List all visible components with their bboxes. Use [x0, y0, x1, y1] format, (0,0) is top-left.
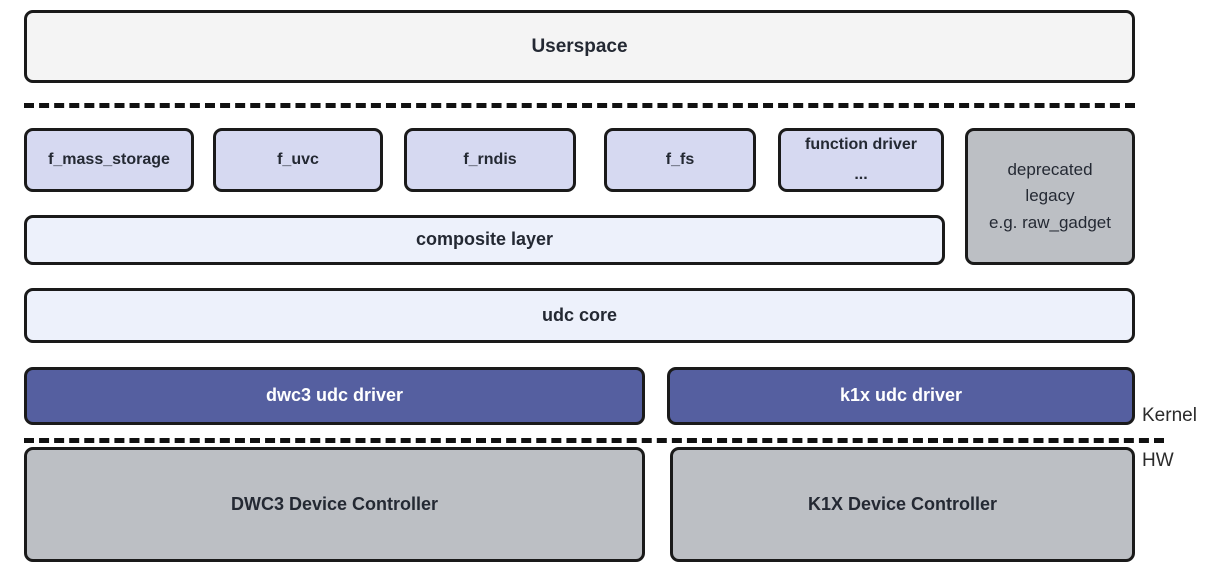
udc-core-box: udc core — [24, 288, 1135, 343]
userspace-box: Userspace — [24, 10, 1135, 83]
deprecated-line1: deprecated — [1007, 159, 1093, 179]
kernel-hardware-divider — [24, 438, 1164, 443]
function-driver-f-rndis: f_rndis — [404, 128, 576, 192]
composite-layer-box: composite layer — [24, 215, 945, 265]
function-driver-generic-line1: function driver — [804, 135, 917, 153]
k1x-device-controller-box: K1X Device Controller — [670, 447, 1135, 562]
function-driver-f-fs: f_fs — [604, 128, 756, 192]
function-driver-generic: function driver ... — [778, 128, 944, 192]
hw-side-label: HW — [1142, 450, 1174, 471]
deprecated-legacy-box: deprecated legacy e.g. raw_gadget — [965, 128, 1135, 265]
function-driver-f-uvc: f_uvc — [213, 128, 383, 192]
function-driver-generic-line2: ... — [854, 166, 868, 183]
deprecated-line3: e.g. raw_gadget — [989, 212, 1111, 232]
function-driver-f-mass-storage: f_mass_storage — [24, 128, 194, 192]
dwc3-udc-driver-box: dwc3 udc driver — [24, 367, 645, 425]
k1x-udc-driver-box: k1x udc driver — [667, 367, 1135, 425]
userspace-kernel-divider — [24, 103, 1135, 108]
deprecated-line2: legacy — [1025, 186, 1075, 206]
kernel-side-label: Kernel — [1142, 405, 1197, 426]
dwc3-device-controller-box: DWC3 Device Controller — [24, 447, 645, 562]
